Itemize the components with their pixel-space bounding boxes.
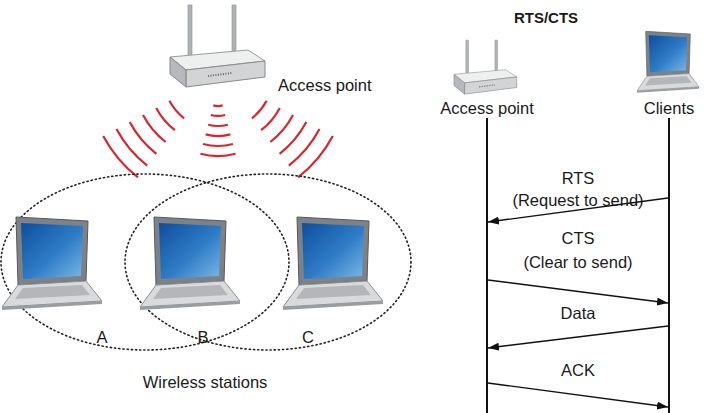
radio-wave [169, 101, 184, 119]
radio-wave [208, 125, 228, 126]
message-label: CTS [562, 229, 595, 248]
lifeline-header: Access point [440, 99, 534, 118]
message-arrow [488, 326, 668, 348]
radio-wave [206, 134, 231, 136]
radio-wave [143, 115, 166, 142]
text-label: A [96, 328, 107, 347]
access-point-icon [454, 40, 517, 94]
diagram-title: RTS/CTS [514, 9, 578, 26]
lifeline: Clients [668, 118, 670, 413]
text-label: Access point [278, 76, 372, 95]
text-label: (Clear to send) [523, 253, 632, 272]
radio-wave [130, 122, 157, 154]
radio-wave [203, 144, 233, 146]
message-label: RTS [562, 169, 595, 188]
radio-waves [103, 101, 333, 178]
text-label: C [302, 328, 314, 347]
radio-wave [200, 154, 235, 156]
text-label: B [197, 328, 208, 347]
coverage-areas [1, 174, 411, 350]
radio-wave [103, 136, 138, 177]
laptop-icon [140, 217, 240, 310]
radio-wave [261, 108, 280, 130]
lifeline-header: Clients [644, 99, 694, 118]
radio-wave [298, 136, 333, 177]
radio-wave [252, 101, 267, 119]
message-label: ACK [561, 361, 595, 380]
message-label: Data [561, 304, 596, 323]
text-label: (Request to send) [512, 191, 643, 210]
message-arrow [488, 383, 668, 407]
message-arrow [488, 198, 668, 222]
text-label: Wireless stations [143, 373, 268, 392]
laptop-icon [2, 217, 102, 310]
coverage-ellipse [125, 174, 411, 350]
message-arrow [488, 280, 668, 303]
laptop-icon [637, 31, 699, 92]
lifeline: Access point [486, 118, 488, 413]
radio-wave [211, 114, 225, 117]
radio-wave [213, 104, 222, 107]
radio-wave [280, 122, 307, 154]
coverage-ellipse [1, 174, 289, 350]
access-point-icon [170, 5, 265, 87]
radio-wave [270, 115, 293, 142]
radio-wave [156, 108, 175, 130]
laptop-icon [283, 217, 383, 310]
